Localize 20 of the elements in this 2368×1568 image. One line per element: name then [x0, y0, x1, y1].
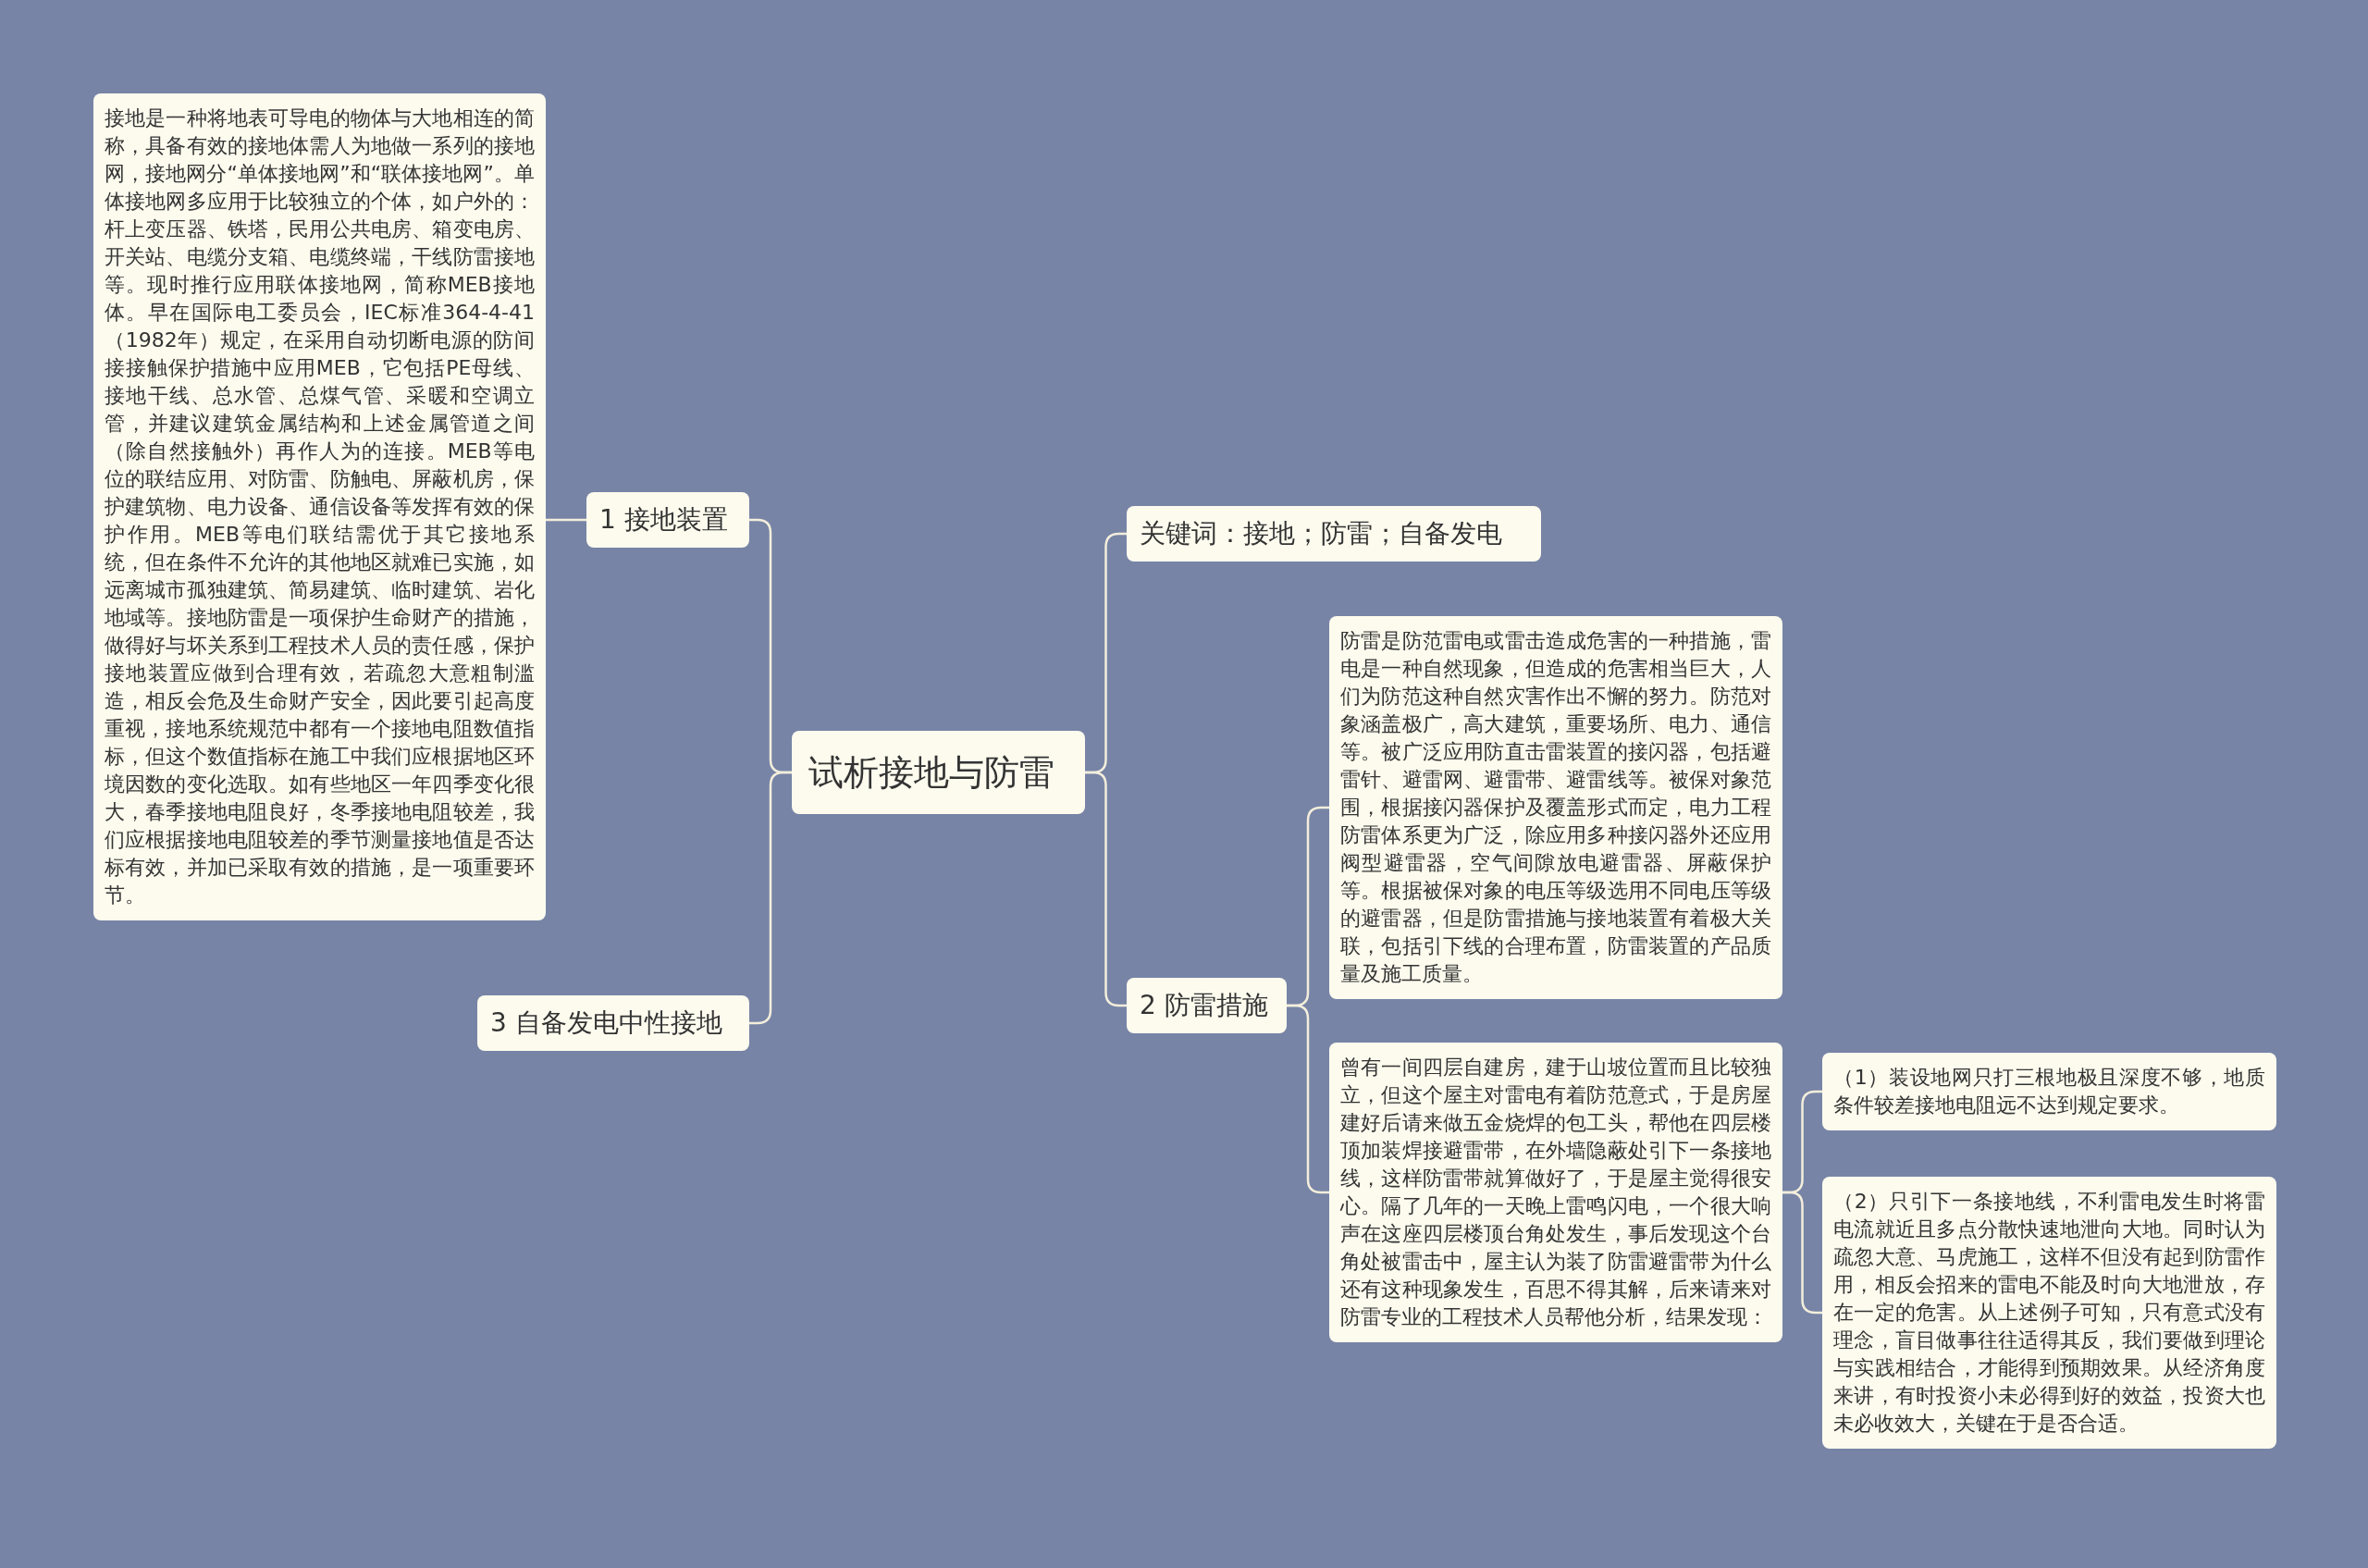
connector-line: [1782, 1191, 1822, 1315]
node-text: 试析接地与防雷: [808, 751, 1055, 795]
central-topic-box: [792, 731, 1085, 814]
node-text: 关键词：接地；防雷；自备发电: [1140, 517, 1503, 550]
node-text: 3 自备发电中性接地: [490, 1006, 723, 1040]
node-text: 曾有一间四层自建房，建于山坡位置而且比较独立，但这个屋主对雷电有着防范意式，于是房屋建好后请来做五金烧焊的包工头，帮他在四层楼顶加装焊接避雷带，在外墙隐蔽处引下一条接地线，这样防雷带就算做好了，于是屋主觉得很安心。隔了几年的一天晚上雷鸣闪电，一个很大响声在这座四层楼顶台角处发生，事后发现这个台角处被雷击中，屋主认为装了防雷避雷带为什么还有这种现象发生，百思不得其解，后来请来对防雷专业的工程技术人员帮他分析，结果发现：: [1340, 1055, 1771, 1330]
node-text: 防雷是防范雷电或雷击造成危害的一种措施，雷电是一种自然现象，但造成的危害相当巨大，人们为防范这种自然灾害作出不懈的努力。防范对象涵盖极广，高大建筑，重要场所、电力、通信等。被广泛应用防直击雷装置的接闪器，包括避雷针、避雷网、避雷带、避雷线等。被保对象范围，根据接闪器保护及覆盖形式而定，电力工程防雷体系更为广泛，除应用多种接闪器外还应用阀型避雷器，空气间隙放电避雷器、屏蔽保护等。根据被保对象的电压等级选用不同电压等级的避雷器，但是防雷措施与接地装置有着极大关联，包括引下线的合理布置，防雷装置的产品质量及施工质量。: [1340, 628, 1771, 987]
node-text: 1 接地装置: [599, 503, 729, 537]
text-card: [1822, 1053, 2276, 1130]
node-text: （2）只引下一条接地线，不利雷电发生时将雷电流就近且多点分散快速地泄向大地。同时认为疏忽大意、马虎施工，这样不但没有起到防雷作用，相反会招来的雷电不能及时向大地泄放，存在一定的危害。从上述例子可知，只有意式没有理念，盲目做事往往适得其反，我们要做到理论与实践相结合，才能得到预期效果。从经济角度来讲，有时投资小未必得到好的效益，投资大也未必收效大，关键在于是否合适。: [1833, 1189, 2265, 1437]
topic-box: [1127, 506, 1541, 562]
topic-box: [477, 995, 749, 1051]
connector-line: [546, 518, 586, 522]
topic-box: [586, 492, 749, 548]
connector-line: [749, 771, 792, 1025]
node-text: 2 防雷措施: [1140, 989, 1269, 1022]
node-text: 接地是一种将地表可导电的物体与大地相连的简称，具备有效的接地体需人为地做一系列的接地网，接地网分“单体接地网”和“联体接地网”。单体接地网多应用于比较独立的个体，如户外的：杆上变压器、铁塔，民用公共电房、箱变电房、开关站、电缆分支箱、电缆终端，干线防雷接地等。现时推行应用联体接地网，简称MEB接地体。早在国际电工委员会，IEC标准364-4-41（1982年）规定，在采用自动切断电源的防间接接触保护措施中应用MEB，它包括PE母线、接地干线、总水管、总煤气管、采暖和空调立管，并建议建筑金属结构和上述金属管道之间（除自然接触外）再作人为的连接。MEB等电位的联结应用、对防雷、防触电、屏蔽机房，保护建筑物、电力设备、通信设备等发挥有效的保护作用。MEB等电们联结需优于其它接地系统，但在条件不允许的其他地区就难已实施，如远离城市孤独建筑、简易建筑、临时建筑、岩化地域等。接地防雷是一项保护生命财产的措施，做得好与坏关系到工程技术人员的责任感，保护接地装置应做到合理有效，若疏忽大意粗制滥造，相反会危及生命财产安全，因此要引起高度重视，接地系统规范中都有一个接地电阻数值指标，但这个数值指标在施工中我们应根据地区环境因数的变化选取。如有些地区一年四季变化很大，春季接地电阻良好，冬季接地电阻较差，我们应根据接地电阻较差的季节测量接地值是否达标有效，并加已采取有效的措施，是一项重要环节。: [105, 105, 535, 908]
connector-line: [1085, 771, 1127, 1007]
node-text: （1）装设地网只打三根地极且深度不够，地质条件较差接地电阻远不达到规定要求。: [1833, 1065, 2265, 1118]
topic-box: [1127, 978, 1287, 1033]
